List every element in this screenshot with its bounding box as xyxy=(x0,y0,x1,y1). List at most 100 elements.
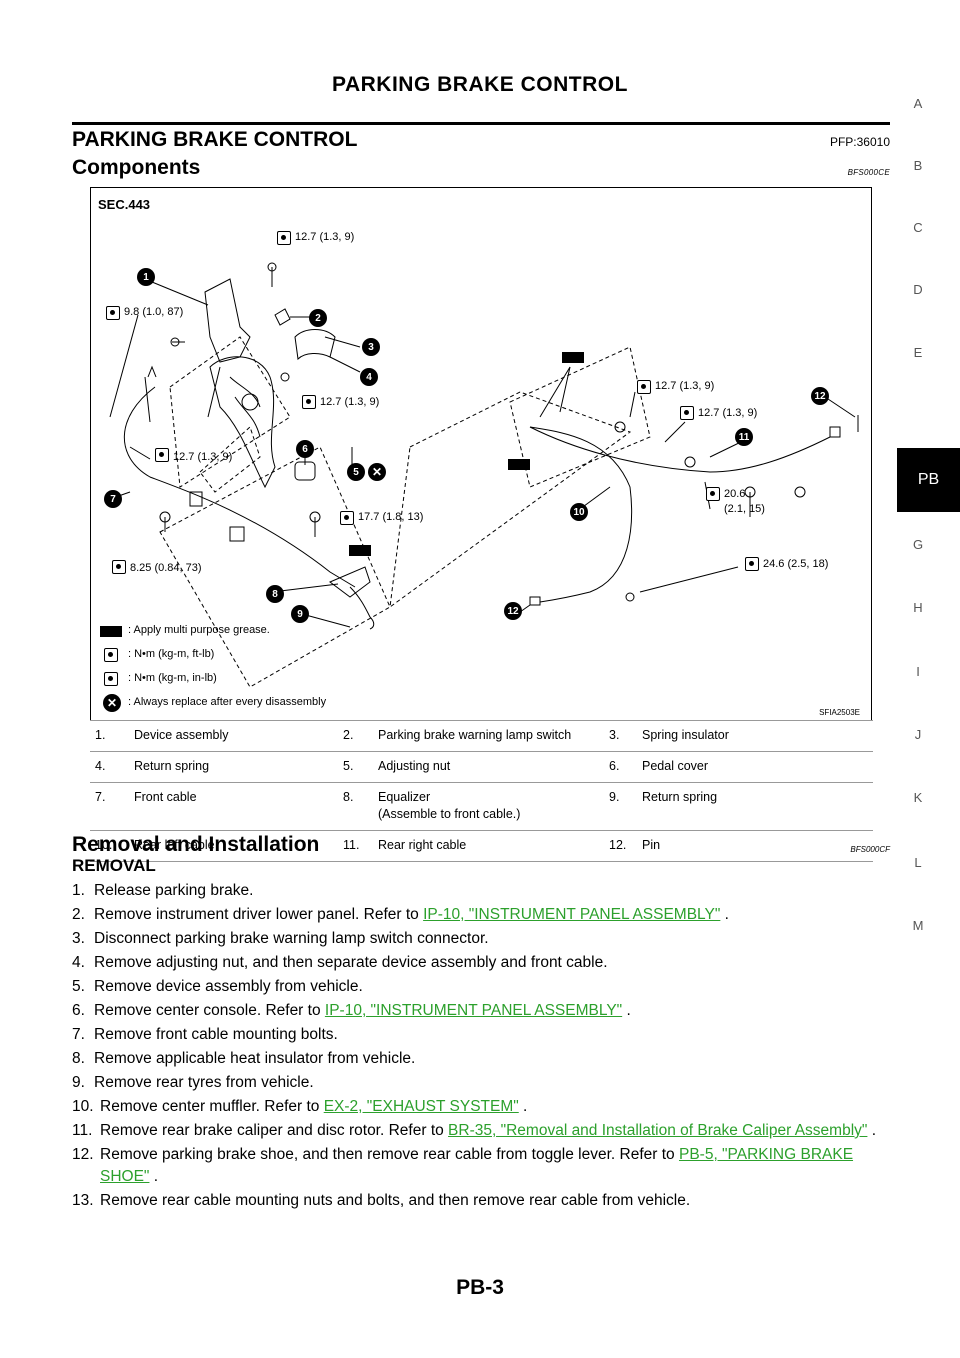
callout-7: 7 xyxy=(104,490,122,508)
side-nav-d[interactable]: D xyxy=(913,282,923,297)
callout-8: 8 xyxy=(266,585,284,603)
removal-steps: 1. Release parking brake. 2. Remove instru… xyxy=(72,880,892,1214)
components-diagram xyxy=(90,187,872,721)
reference-link[interactable]: BR-35, "Removal and Installation of Brak… xyxy=(448,1122,868,1139)
callout-1: 1 xyxy=(137,268,155,286)
part-name: Front cable xyxy=(129,782,338,831)
torque-wrench-icon xyxy=(302,395,316,409)
removal-subtitle: REMOVAL xyxy=(72,856,156,875)
side-nav-k[interactable]: K xyxy=(913,790,923,805)
torque-spec: 12.7 (1.3, 9) xyxy=(320,396,380,408)
section-title: PARKING BRAKE CONTROL xyxy=(72,128,358,151)
step-text: . xyxy=(720,906,729,923)
reference-link[interactable]: EX-2, "EXHAUST SYSTEM" xyxy=(323,1098,519,1115)
torque-spec: 9.8 (1.0, 87) xyxy=(124,306,184,318)
grease-icon xyxy=(100,626,122,637)
step-text: Release parking brake. xyxy=(94,882,254,899)
header-rule xyxy=(72,122,890,125)
part-number: 5. xyxy=(338,751,373,783)
side-nav-e[interactable]: E xyxy=(913,345,923,360)
part-number: 9. xyxy=(604,782,637,831)
part-name: Return spring xyxy=(129,751,338,783)
side-nav-g[interactable]: G xyxy=(912,537,924,552)
torque-wrench-icon xyxy=(277,231,291,245)
torque-spec: 8.25 (0.84, 73) xyxy=(130,562,202,574)
table-row: 4. Return spring 5. Adjusting nut 6. Ped… xyxy=(90,751,873,783)
part-number: 12. xyxy=(604,830,637,862)
grease-icon xyxy=(349,545,371,556)
callout-4: 4 xyxy=(360,368,378,386)
step-number: 2. xyxy=(72,906,85,923)
part-name: Spring insulator xyxy=(637,720,873,752)
part-name: Adjusting nut xyxy=(373,751,604,783)
torque-spec: 12.7 (1.3, 9) xyxy=(698,407,758,419)
part-number: 7. xyxy=(90,782,129,831)
part-name: Return spring xyxy=(637,782,873,831)
step-text: . xyxy=(622,1002,631,1019)
table-row: 1. Device assembly 2. Parking brake warn… xyxy=(90,720,873,752)
list-item: 11.Remove rear brake caliper and disc ro… xyxy=(72,1120,892,1142)
callout-6: 6 xyxy=(296,440,314,458)
step-number: 9. xyxy=(72,1074,85,1091)
list-item: 5. Remove device assembly from vehicle. xyxy=(72,976,892,998)
step-number: 1. xyxy=(72,882,85,899)
step-text: Remove front cable mounting bolts. xyxy=(94,1026,338,1043)
step-number: 5. xyxy=(72,978,85,995)
reference-link[interactable]: IP-10, "INSTRUMENT PANEL ASSEMBLY" xyxy=(423,906,721,923)
step-text: Remove applicable heat insulator from ve… xyxy=(94,1050,416,1067)
step-text: . xyxy=(867,1122,877,1139)
step-text: . xyxy=(518,1098,528,1115)
removal-installation-code: BFS000CF xyxy=(850,845,890,854)
torque-wrench-icon xyxy=(745,557,759,571)
side-nav-l[interactable]: L xyxy=(914,855,922,870)
part-number: 11. xyxy=(338,830,373,862)
diagram-drawing xyxy=(109,262,859,688)
list-item: 10.Remove center muffler. Refer to EX-2,… xyxy=(72,1096,892,1118)
callout-9: 9 xyxy=(291,605,309,623)
part-name: Device assembly xyxy=(129,720,338,752)
part-name: Pedal cover xyxy=(637,751,873,783)
callout-12-left: 12 xyxy=(504,602,522,620)
torque-wrench-icon xyxy=(637,380,651,394)
legend-grease: : Apply multi purpose grease. xyxy=(128,624,270,636)
step-number: 7. xyxy=(72,1026,85,1043)
side-nav-j[interactable]: J xyxy=(914,727,922,742)
side-nav-m[interactable]: M xyxy=(912,918,924,933)
legend-torque-inlb: : N•m (kg-m, in-lb) xyxy=(128,672,217,684)
side-nav-i[interactable]: I xyxy=(916,664,920,679)
figure-id: SFIA2503E xyxy=(819,708,860,717)
step-number: 12. xyxy=(72,1146,94,1163)
figure-sec-number: SEC.443 xyxy=(98,197,151,212)
torque-wrench-icon xyxy=(340,511,354,525)
part-name: Rear left cable xyxy=(129,830,338,862)
step-text: Remove device assembly from vehicle. xyxy=(94,978,363,995)
torque-spec: (2.1, 15) xyxy=(724,503,765,515)
list-item: 9. Remove rear tyres from vehicle. xyxy=(72,1072,892,1094)
page-header-title: PARKING BRAKE CONTROL xyxy=(332,73,628,96)
components-title: Components xyxy=(72,156,201,179)
callout-11: 11 xyxy=(735,428,753,446)
side-nav-h[interactable]: H xyxy=(913,600,923,615)
reference-link[interactable]: PB-5, "PARKING BRAKE SHOE" xyxy=(100,1146,854,1185)
table-row: 10. Rear left cable 11. Rear right cable… xyxy=(90,830,873,862)
step-number: 4. xyxy=(72,954,85,971)
side-nav-a[interactable]: A xyxy=(913,96,923,111)
step-number: 11. xyxy=(72,1122,93,1139)
part-number: 1. xyxy=(90,720,129,752)
step-number: 8. xyxy=(72,1050,85,1067)
side-nav-c[interactable]: C xyxy=(913,220,923,235)
part-number: 6. xyxy=(604,751,637,783)
grease-icon xyxy=(508,459,530,470)
parts-table: 1. Device assembly 2. Parking brake warn… xyxy=(90,720,873,862)
torque-spec: 24.6 (2.5, 18) xyxy=(763,558,829,570)
part-name: Pin xyxy=(637,830,873,862)
step-text: Remove rear tyres from vehicle. xyxy=(94,1074,314,1091)
side-nav-pb-active[interactable]: PB xyxy=(897,448,960,512)
part-name: Parking brake warning lamp switch xyxy=(373,720,604,752)
part-number: 8. xyxy=(338,782,373,831)
list-item: 3.Disconnect parking brake warning lamp … xyxy=(72,928,892,950)
reference-link[interactable]: IP-10, "INSTRUMENT PANEL ASSEMBLY" xyxy=(324,1002,623,1019)
step-text: Remove instrument driver lower panel. Re… xyxy=(94,906,424,923)
callout-2: 2 xyxy=(309,309,327,327)
side-nav-b[interactable]: B xyxy=(913,158,923,173)
